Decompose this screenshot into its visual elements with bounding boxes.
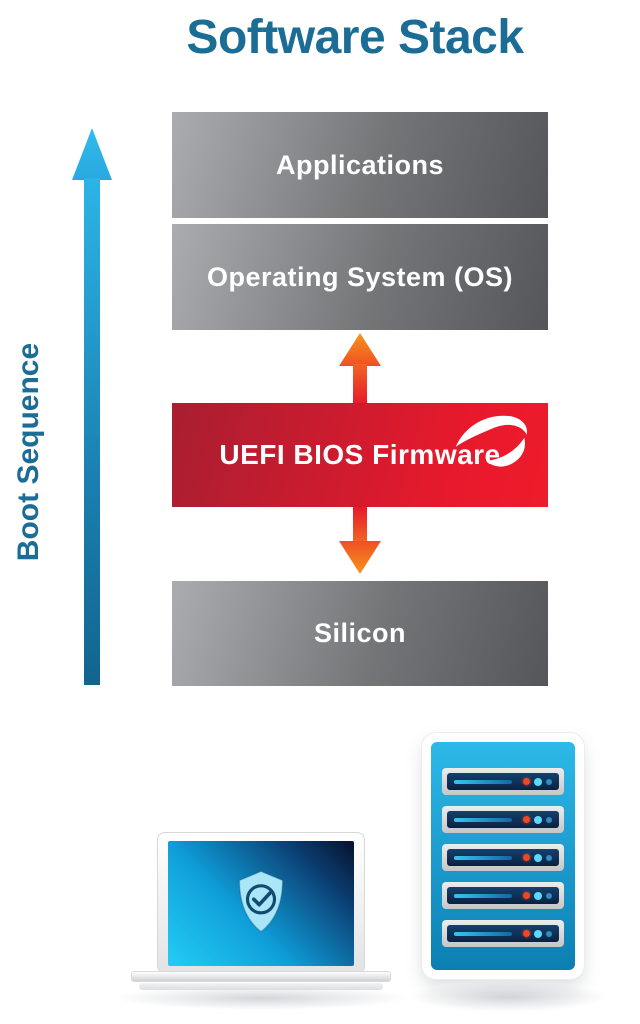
laptop-shadow bbox=[112, 986, 412, 1010]
cyan-led-icon bbox=[534, 891, 542, 900]
server-unit bbox=[442, 768, 564, 795]
cyan-led-icon bbox=[534, 853, 542, 862]
drive-bar bbox=[454, 817, 512, 822]
drive-bar bbox=[454, 855, 512, 860]
laptop-base-lower bbox=[139, 983, 383, 990]
server-unit bbox=[442, 882, 564, 909]
dim-led-icon bbox=[546, 854, 552, 861]
server-unit-bay bbox=[447, 887, 559, 904]
down-arrow-icon bbox=[339, 541, 381, 574]
red-led-icon bbox=[523, 930, 530, 937]
red-led-icon bbox=[523, 854, 530, 861]
boot-sequence-arrowhead-icon bbox=[72, 128, 112, 180]
red-led-icon bbox=[523, 778, 530, 785]
status-leds bbox=[523, 815, 552, 824]
dim-led-icon bbox=[546, 816, 552, 823]
cyan-led-icon bbox=[534, 929, 542, 938]
cyan-led-icon bbox=[534, 777, 542, 786]
server-shadow bbox=[408, 982, 608, 1012]
red-led-icon bbox=[523, 892, 530, 899]
boot-sequence-label: Boot Sequence bbox=[12, 342, 45, 562]
server-rack-panel bbox=[431, 742, 575, 970]
laptop-base bbox=[131, 971, 391, 982]
status-leds bbox=[523, 777, 552, 786]
layer-silicon-label: Silicon bbox=[313, 618, 406, 648]
server-unit bbox=[442, 920, 564, 947]
layer-operating-system: Operating System (OS) bbox=[172, 224, 548, 330]
status-leds bbox=[523, 929, 552, 938]
server-unit bbox=[442, 844, 564, 871]
layer-applications-label: Applications bbox=[275, 149, 444, 180]
dim-led-icon bbox=[546, 892, 552, 899]
up-arrow-shaft bbox=[353, 364, 367, 404]
layer-os-label: Operating System (OS) bbox=[206, 261, 514, 292]
server-unit bbox=[442, 806, 564, 833]
drive-bar bbox=[454, 893, 512, 898]
up-arrow-icon bbox=[339, 333, 381, 366]
dim-led-icon bbox=[546, 930, 552, 937]
server-unit-bay bbox=[447, 811, 559, 828]
drive-bar bbox=[454, 779, 512, 784]
layer-applications: Applications bbox=[172, 112, 548, 218]
boot-sequence-arrow-shaft bbox=[84, 178, 100, 685]
server-unit-bay bbox=[447, 849, 559, 866]
red-led-icon bbox=[523, 816, 530, 823]
server-unit-bay bbox=[447, 925, 559, 942]
cyan-led-icon bbox=[534, 815, 542, 824]
drive-bar bbox=[454, 931, 512, 936]
server-unit-bay bbox=[447, 773, 559, 790]
layer-uefi-bios-firmware: UEFI BIOS Firmware bbox=[172, 403, 548, 507]
shield-check-icon bbox=[238, 870, 284, 933]
status-leds bbox=[523, 853, 552, 862]
page-title: Software Stack bbox=[186, 11, 524, 64]
down-arrow-shaft bbox=[353, 507, 367, 542]
layer-firmware-label: UEFI BIOS Firmware bbox=[219, 439, 501, 470]
dim-led-icon bbox=[546, 778, 552, 785]
status-leds bbox=[523, 891, 552, 900]
phoenix-swoosh-icon bbox=[455, 415, 527, 467]
layer-silicon: Silicon bbox=[172, 581, 548, 686]
